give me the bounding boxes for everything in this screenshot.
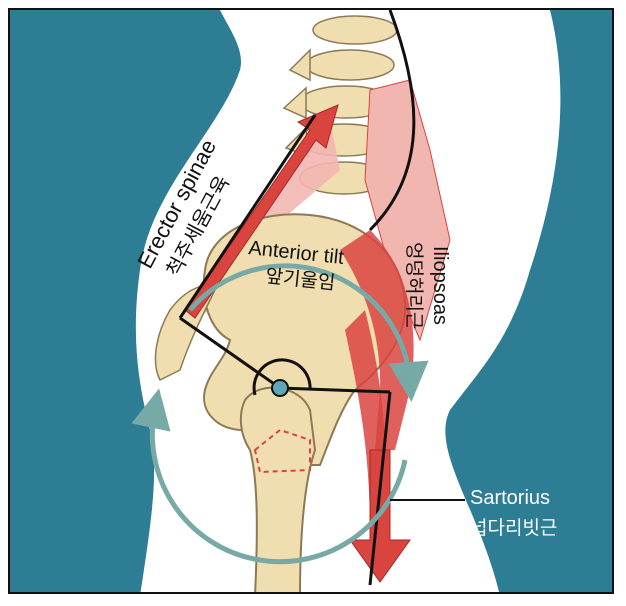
posterior-rotation-arrow <box>131 388 408 565</box>
iliopsoas-upper-muscle <box>364 79 451 342</box>
figure-frame: Erector spinae 척주세움근육 Anterior tilt 앞기울임… <box>8 8 614 594</box>
hip-joint-center <box>271 379 289 397</box>
iliopsoas-label-ko: 엉덩허리근 <box>403 242 425 329</box>
sartorius-label-ko: 넙다리빗근 <box>470 517 557 539</box>
lever-lines <box>178 10 416 586</box>
iliopsoas-label-en: Iliopsoas <box>429 246 451 325</box>
anterior-tilt-rotation-arrow <box>188 263 429 402</box>
trochanter-outline <box>253 428 311 474</box>
sartorius-label-en: Sartorius <box>470 487 550 509</box>
pelvis-diagram: Erector spinae 척주세움근육 Anterior tilt 앞기울임… <box>131 10 561 592</box>
femur-bone <box>239 386 317 592</box>
hip-joint-socket <box>252 358 312 396</box>
